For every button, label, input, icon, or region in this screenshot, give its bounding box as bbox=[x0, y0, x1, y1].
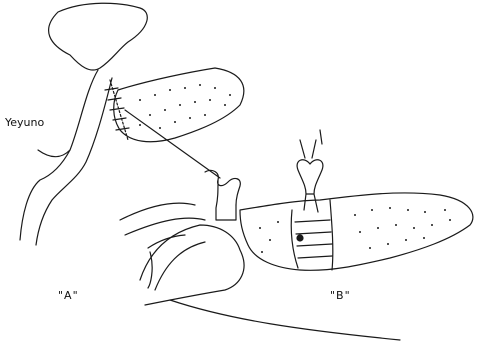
label-yeyuno: Yeyuno bbox=[5, 117, 44, 128]
jejunum-loop-b bbox=[120, 203, 195, 220]
jejunum-loop-a bbox=[20, 70, 98, 240]
stomach-outline bbox=[49, 3, 148, 70]
label-panel-a: "A" bbox=[58, 290, 79, 301]
instrument-line-a bbox=[125, 110, 220, 178]
heart-shaped-stomach-b bbox=[297, 160, 323, 194]
label-panel-b: "B" bbox=[330, 290, 351, 301]
stomach-stub-b bbox=[205, 170, 240, 205]
pancreas-b bbox=[240, 193, 473, 270]
